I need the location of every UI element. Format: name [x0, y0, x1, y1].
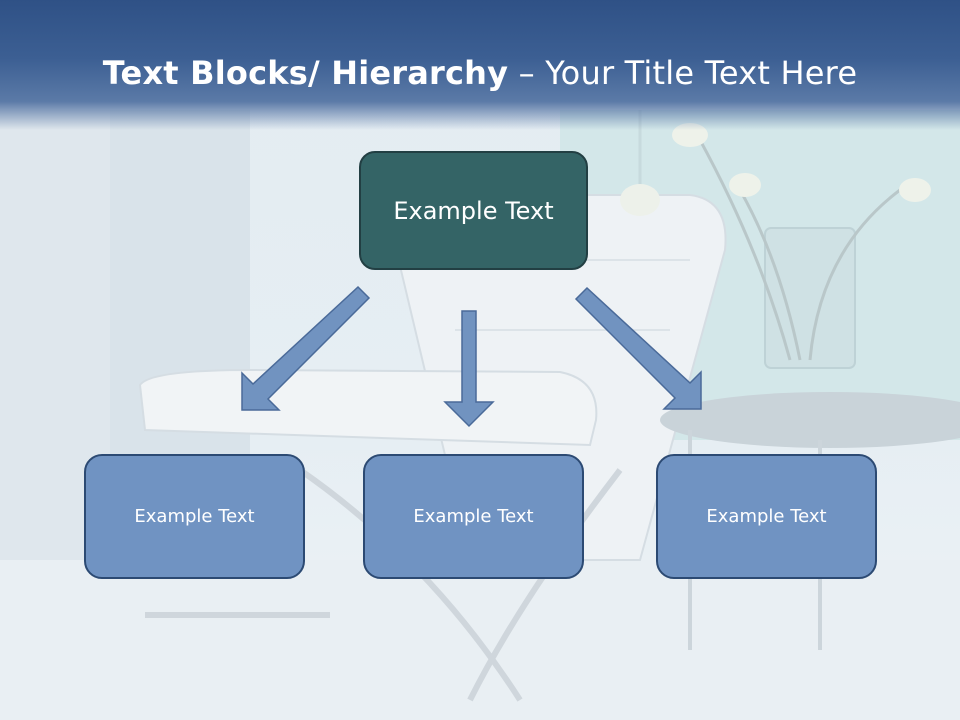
bg-flower [899, 178, 931, 202]
bg-side-table [660, 392, 960, 448]
bg-flower [729, 173, 761, 197]
bg-flower-stem [698, 139, 792, 361]
child-box-3[interactable]: Example Text [656, 454, 877, 579]
child-box-label: Example Text [413, 506, 534, 527]
title-band [0, 0, 960, 130]
bg-vase [764, 227, 856, 369]
slide-title: Text Blocks/ Hierarchy – Your Title Text… [0, 54, 960, 92]
top-level-box-label: Example Text [393, 196, 554, 225]
bg-chair-frame [467, 468, 623, 702]
arrow-left [241, 285, 371, 411]
child-box-2[interactable]: Example Text [363, 454, 584, 579]
arrow-center [443, 310, 495, 428]
child-box-1[interactable]: Example Text [84, 454, 305, 579]
bg-flower-stem [808, 188, 901, 361]
title-bold-part: Text Blocks/ Hierarchy [102, 54, 509, 92]
top-level-box[interactable]: Example Text [359, 151, 588, 270]
bg-flower [620, 184, 660, 216]
child-box-label: Example Text [134, 506, 255, 527]
bg-flower-stem [738, 189, 802, 361]
child-box-label: Example Text [706, 506, 827, 527]
arrow-right [574, 286, 702, 410]
title-dash: – [508, 54, 546, 92]
title-rest-part: Your Title Text Here [545, 54, 858, 92]
